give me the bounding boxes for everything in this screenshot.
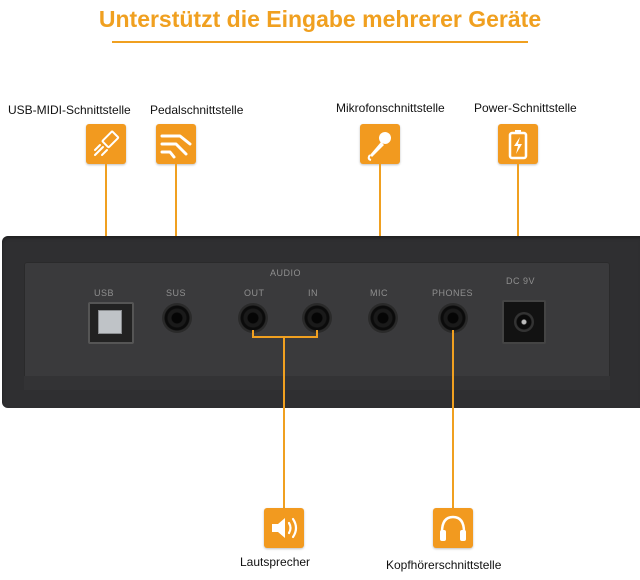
silk-dc: DC 9V <box>506 276 536 286</box>
headphones-icon <box>433 508 473 548</box>
headphones-connector-line <box>452 330 454 508</box>
usb-icon <box>86 124 126 164</box>
speaker-label: Lautsprecher <box>240 555 311 569</box>
page-title: Unterstützt die Eingabe mehrerer Geräte <box>98 6 542 32</box>
dc-power-port <box>502 300 546 344</box>
silk-phones: PHONES <box>432 288 474 298</box>
usb-port-inner <box>98 310 122 334</box>
mic-connector-line <box>379 164 381 292</box>
in-stub-line <box>316 330 318 338</box>
audio-bridge-line <box>252 336 318 338</box>
silk-audio: AUDIO <box>270 268 302 278</box>
out-stub-line <box>252 330 254 338</box>
speaker-connector-line <box>283 336 285 508</box>
pedal-icon <box>156 124 196 164</box>
silk-usb: USB <box>94 288 115 298</box>
battery-icon <box>498 124 538 164</box>
silk-out: OUT <box>244 288 265 298</box>
usb-label: USB-MIDI-Schnittstelle <box>8 103 131 117</box>
power-connector-line <box>517 164 519 274</box>
headphones-label: Kopfhörerschnittstelle <box>386 558 502 572</box>
title-underline <box>112 41 528 43</box>
silk-sus: SUS <box>166 288 187 298</box>
pedal-connector-line <box>175 164 177 292</box>
microphone-icon <box>360 124 400 164</box>
silk-mic: MIC <box>370 288 388 298</box>
audio-out-jack <box>238 303 268 333</box>
mic-jack <box>368 303 398 333</box>
silk-in: IN <box>308 288 318 298</box>
usb-b-port <box>88 302 134 344</box>
dc-power-hole <box>514 312 534 332</box>
mic-label: Mikrofonschnittstelle <box>336 101 445 115</box>
phones-jack <box>438 303 468 333</box>
usb-connector-line <box>105 164 107 292</box>
speaker-icon <box>264 508 304 548</box>
audio-in-jack <box>302 303 332 333</box>
device-panel-lip <box>24 376 610 390</box>
pedal-jack <box>162 303 192 333</box>
pedal-label: Pedalschnittstelle <box>150 103 244 117</box>
power-label: Power-Schnittstelle <box>474 101 577 115</box>
